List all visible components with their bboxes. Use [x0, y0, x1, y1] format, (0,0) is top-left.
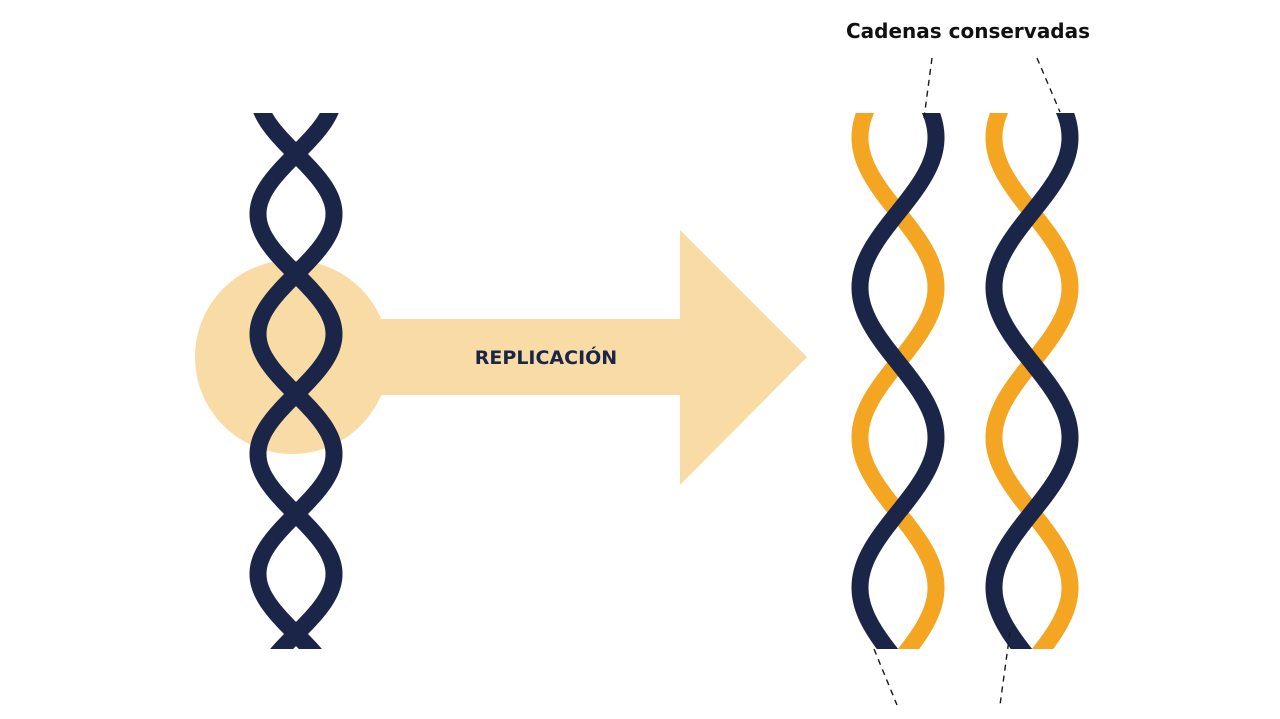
- daughter1-new-strand: [851, 113, 945, 649]
- parent-strand-b: [249, 113, 343, 649]
- daughter-dna-helix-1: [851, 113, 945, 649]
- daughter2-new-strand: [985, 113, 1079, 649]
- daughter2-conserved-strand: [985, 113, 1079, 649]
- leader-line-bottom-1: [873, 648, 898, 706]
- parent-strand-a: [249, 113, 343, 649]
- leader-line-top-2: [1036, 57, 1061, 113]
- conserved-strands-label: Cadenas conservadas: [846, 19, 1090, 43]
- leader-line-top-1: [923, 57, 933, 119]
- daughter1-conserved-strand: [851, 113, 945, 649]
- arrow-head: [680, 230, 807, 485]
- leader-lines: [873, 57, 1061, 706]
- arrow-label: REPLICACIÓN: [475, 345, 617, 369]
- leader-line-bottom-2: [999, 631, 1011, 706]
- daughter-dna-helix-2: [985, 113, 1079, 649]
- replication-arrow: [195, 230, 807, 485]
- arrow-shaft: [290, 319, 685, 395]
- parent-dna-helix: [249, 113, 343, 649]
